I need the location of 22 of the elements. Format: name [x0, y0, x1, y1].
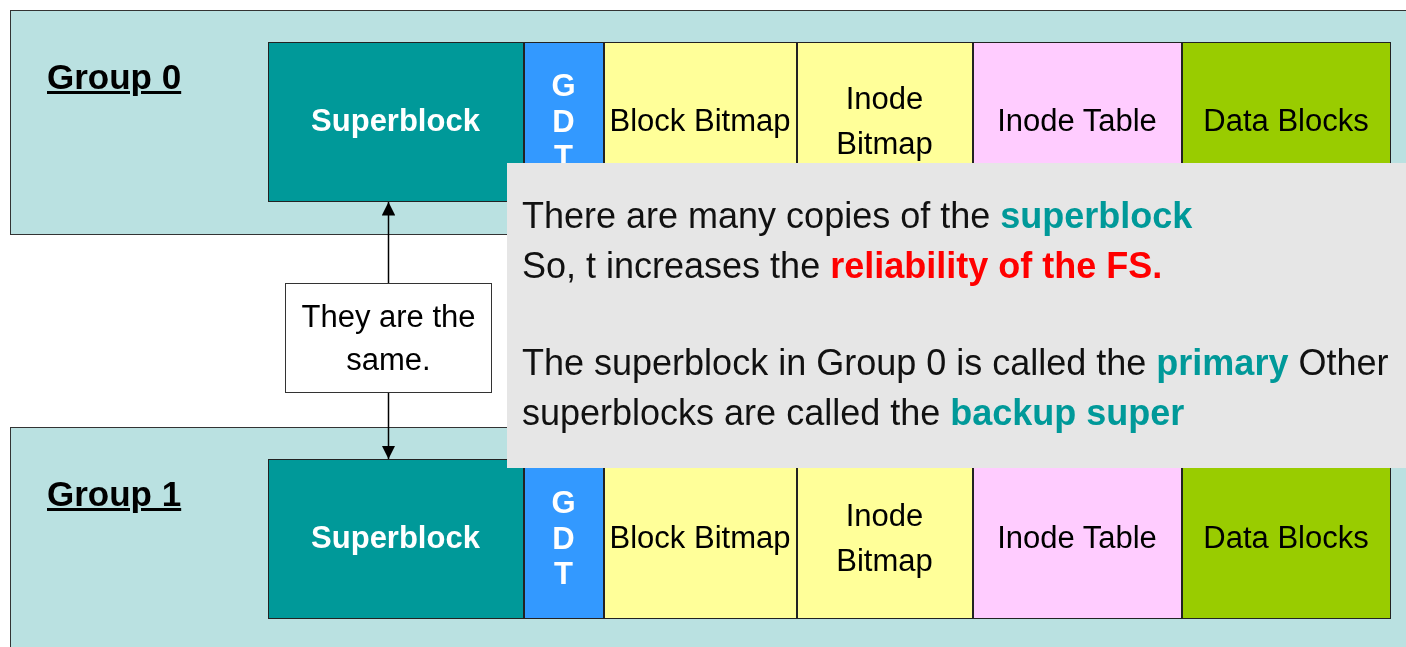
cell-label: Inode Bitmap [835, 496, 934, 580]
group-heading: Group 1 [47, 474, 182, 514]
callout-tooltip [507, 163, 1406, 468]
cell-label: Block Bitmap [609, 102, 791, 141]
cell-label: Block Bitmap [609, 519, 791, 558]
cell-label: Inode Table [997, 102, 1157, 141]
note-text: They are the same. [300, 297, 477, 379]
cell-label: Inode Bitmap [835, 79, 934, 163]
callout-text: There are many copies of the superblock So, t increases the reliability of the FS. [522, 194, 1194, 289]
superblock-cell [267, 41, 524, 202]
cell-label: GDT [550, 485, 577, 592]
superblock-cell [267, 458, 524, 619]
callout-text: The superblock in Group 0 is called the primary Other superblocks are called the backup super [522, 340, 1390, 436]
cell-label: Data Blocks [1203, 102, 1369, 141]
cell-label: Superblock [311, 102, 480, 141]
group-heading: Group 0 [47, 57, 182, 97]
cell-label: Superblock [311, 519, 480, 558]
cell-label: Inode Table [997, 519, 1157, 558]
cell-label: Data Blocks [1203, 519, 1369, 558]
note-box [285, 283, 492, 393]
arrow [381, 392, 396, 460]
arrow [381, 201, 396, 284]
